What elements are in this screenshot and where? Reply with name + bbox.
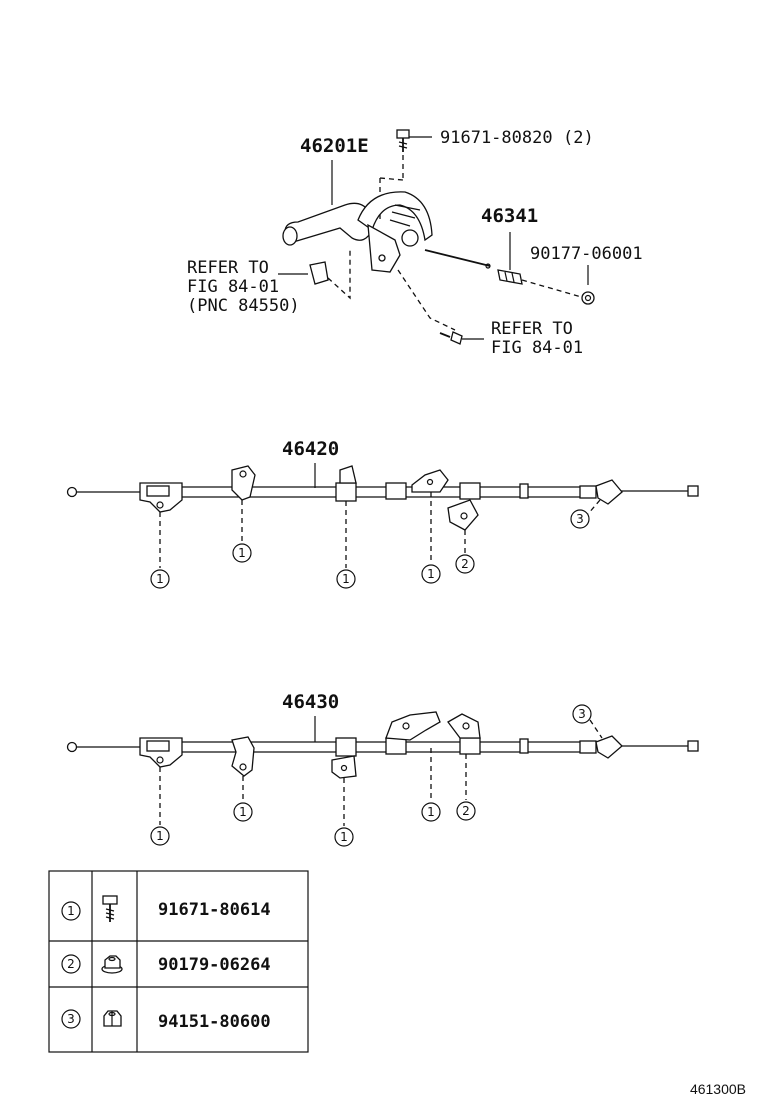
callout-number: 1: [156, 829, 164, 843]
callout-3: 3: [572, 704, 592, 724]
cable-end-fitting: [595, 735, 623, 759]
callout-number: 1: [340, 830, 348, 844]
callout-number: 3: [578, 707, 586, 721]
bolt-qty-label: (2): [563, 128, 594, 148]
cable-1-part-label: 46420: [282, 438, 339, 460]
rear-brake-cable-46420: 46420: [66, 438, 699, 589]
refer-left-line2: FIG 84-01: [187, 277, 279, 297]
callout-number: 1: [156, 572, 164, 586]
legend-part-number: 91671-80614: [158, 900, 271, 920]
cable-2-part-label: 46430: [282, 691, 339, 713]
rod-part-label: 46341: [481, 205, 538, 227]
cable-grommet: [139, 737, 183, 768]
figure-code: 461300B: [690, 1081, 746, 1097]
legend-part-number: 90179-06264: [158, 955, 271, 975]
callout-1: 1: [336, 569, 356, 589]
legend-key: 1: [67, 904, 75, 918]
hex-nut-icon: [103, 1010, 122, 1027]
refer-left-line3: (PNC 84550): [187, 296, 300, 316]
callout-number: 2: [461, 557, 469, 571]
legend-part-number: 94151-80600: [158, 1012, 271, 1032]
flange-nut-icon: [101, 955, 123, 974]
bolt-icon: [102, 895, 118, 922]
legend-row-2: 2 90179-06264: [61, 954, 271, 975]
bolt-part-label: 91671-80820: [440, 128, 553, 148]
callout-1: 1: [334, 827, 354, 847]
legend-key: 3: [67, 1012, 75, 1026]
cable-clip: [309, 261, 329, 285]
callout-number: 1: [342, 572, 350, 586]
refer-right-line2: FIG 84-01: [491, 338, 583, 358]
lever-part-label: 46201E: [300, 135, 369, 157]
bolt-icon: [396, 129, 410, 152]
cable-bracket: [385, 711, 441, 741]
cable-bracket: [231, 736, 255, 777]
callout-2: 2: [455, 554, 475, 574]
legend-key: 2: [67, 957, 75, 971]
legend-row-1: 1 91671-80614: [61, 895, 271, 922]
refer-left-line1: REFER TO: [187, 258, 269, 278]
cable-grommet: [139, 482, 183, 513]
fastener-legend-table: 1 91671-80614 2 90179-06264 3: [48, 870, 309, 1053]
parking-brake-lever: [282, 191, 433, 273]
callout-1: 1: [150, 826, 170, 846]
callout-number: 1: [427, 805, 435, 819]
callout-1: 1: [421, 564, 441, 584]
cable-bracket: [335, 465, 357, 502]
callout-number: 1: [238, 546, 246, 560]
cable-bracket: [447, 499, 479, 531]
callout-number: 3: [576, 512, 584, 526]
rear-brake-cable-46430: 46430: [66, 691, 699, 847]
callout-3: 3: [570, 509, 590, 529]
legend-row-3: 3 94151-80600: [61, 1009, 271, 1032]
bolt-icon: [439, 331, 463, 345]
cable-end-fitting: [595, 479, 623, 505]
callout-2: 2: [456, 801, 476, 821]
callout-number: 1: [239, 805, 247, 819]
callout-1: 1: [233, 802, 253, 822]
parking-brake-lever-assembly: 91671-80820 (2) 46201E REFER TO FIG 84-0…: [187, 128, 643, 358]
cable-bracket: [411, 469, 449, 493]
callout-number: 2: [462, 804, 470, 818]
callout-1: 1: [150, 569, 170, 589]
cable-bracket: [231, 465, 256, 501]
cable-bracket: [447, 713, 481, 739]
refer-right-line1: REFER TO: [491, 319, 573, 339]
clevis-fitting: [497, 269, 523, 285]
nut-part-label: 90177-06001: [530, 244, 643, 264]
callout-1: 1: [421, 802, 441, 822]
cable-bracket: [331, 737, 357, 779]
callout-1: 1: [232, 543, 252, 563]
nut-icon: [581, 291, 595, 305]
callout-number: 1: [427, 567, 435, 581]
